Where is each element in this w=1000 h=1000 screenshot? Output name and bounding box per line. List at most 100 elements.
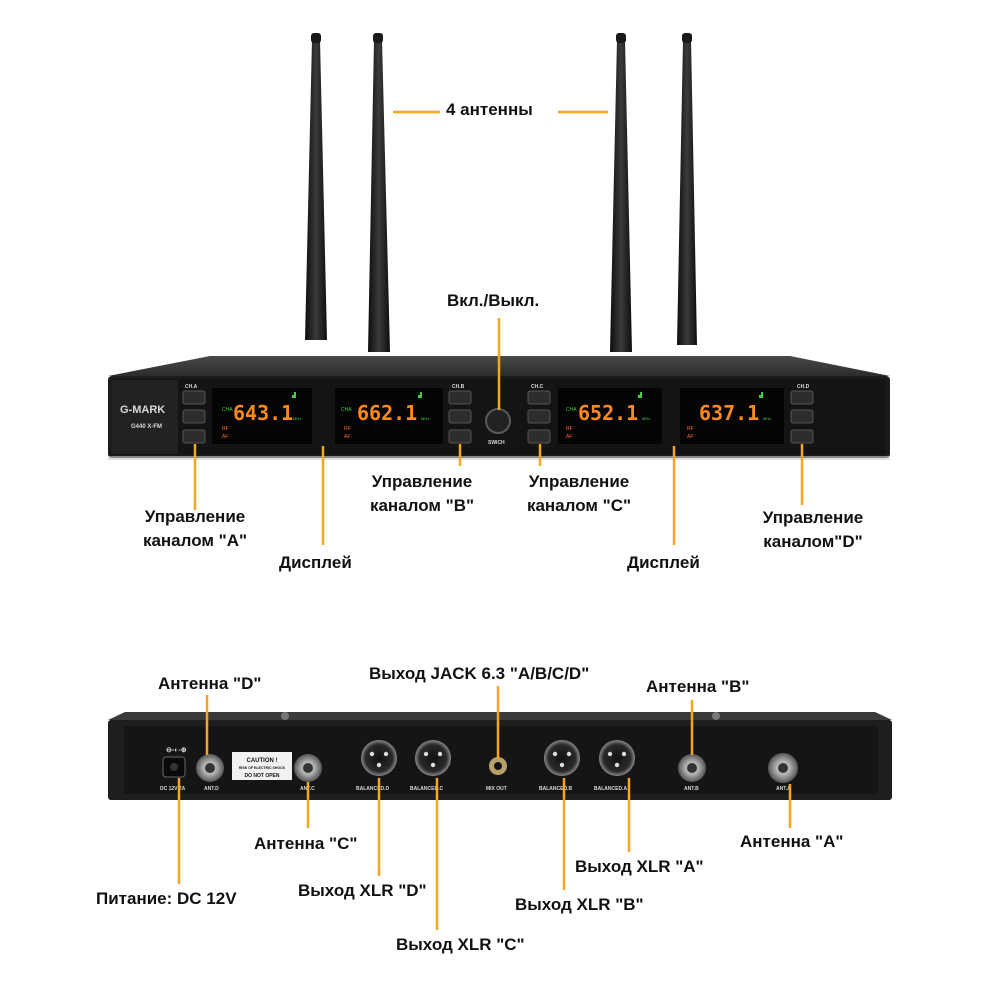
label-ctrl-d-line2: каналом"D" (763, 532, 863, 551)
brand-logo: G-MARK (120, 404, 165, 416)
ch-a-button-1[interactable] (182, 390, 206, 405)
display-c-unit: MHz (642, 416, 650, 421)
ch-b-button-1[interactable] (448, 390, 472, 405)
antenna-1 (305, 33, 327, 340)
label-xlr-d: Выход XLR "D" (298, 881, 427, 900)
antenna-3 (610, 33, 632, 352)
switch-label: SWICH (488, 440, 505, 446)
label-ant-c: Антенна "С" (254, 834, 358, 853)
label-ctrl-a: Управление каналом "А" (125, 505, 265, 553)
label-power-switch: Вкл./Выкл. (447, 291, 540, 310)
label-ctrl-a-line2: каналом "А" (142, 531, 248, 550)
ch-c-button-3[interactable] (527, 429, 551, 444)
label-antennas: 4 антенны (446, 100, 533, 119)
display-b: CHA RF AF 662.1 MHz (335, 388, 443, 444)
label-xlr-a: Выход XLR "А" (575, 857, 704, 876)
antenna-2 (368, 33, 390, 352)
label-power: Питание: DC 12V (96, 889, 237, 908)
display-b-tag: CHA (341, 407, 352, 413)
antenna-4 (677, 33, 697, 345)
front-unit: G-MARK G440 X-FM CH.A CHA RF AF 643.1 MH… (108, 33, 890, 460)
display-a-frequency: 643.1 (233, 401, 293, 425)
ch-b-key-label: CH.B (452, 384, 465, 390)
bal-d-label: BALANCED.D (356, 786, 389, 792)
rear-unit: ⊖-◐-⊕ DC 12V 2A ANT.D CAUTION ! RISK OF … (108, 712, 892, 800)
ch-c-button-1[interactable] (527, 390, 551, 405)
display-c-tag: CHA (566, 407, 577, 413)
ch-d-key-label: CH.D (797, 384, 810, 390)
display-a-unit: MHz (293, 416, 301, 421)
label-ctrl-a-line1: Управление (144, 507, 246, 526)
bal-b-label: BALANCED.B (539, 786, 572, 792)
label-ctrl-b-line2: каналом "В" (369, 496, 475, 515)
label-display-right: Дисплей (627, 553, 700, 572)
caution-title: CAUTION ! (247, 758, 278, 764)
display-c-frequency: 652.1 (578, 401, 638, 425)
dc-label: DC 12V 2A (160, 786, 186, 792)
caution-line2: DO NOT OPEN (244, 773, 279, 779)
display-d-af: AF (687, 434, 693, 440)
power-switch-knob[interactable] (485, 408, 511, 434)
display-d-rf: RF (687, 426, 694, 432)
ch-b-button-3[interactable] (448, 429, 472, 444)
dc-jack: ⊖-◐-⊕ DC 12V 2A (160, 747, 187, 792)
label-ctrl-c-line1: Управление (528, 472, 630, 491)
ch-a-button-3[interactable] (182, 429, 206, 444)
label-ant-b: Антенна "В" (646, 677, 750, 696)
ch-c-button-2[interactable] (527, 409, 551, 424)
ch-a-button-2[interactable] (182, 409, 206, 424)
display-d-frequency: 637.1 (699, 401, 759, 425)
label-xlr-b: Выход XLR "В" (515, 895, 644, 914)
ant-d-label: ANT.D (204, 786, 219, 792)
display-c-af: AF (566, 434, 572, 440)
label-ctrl-c: Управление каналом "С" (509, 470, 649, 518)
screw-icon (712, 712, 720, 720)
display-a-af: AF (222, 434, 228, 440)
bal-a-label: BALANCED.A (594, 786, 627, 792)
ch-d-button-2[interactable] (790, 409, 814, 424)
ch-c-key-label: CH.C (531, 384, 544, 390)
display-d-unit: MHz (763, 416, 771, 421)
label-ctrl-c-line2: каналом "С" (526, 496, 632, 515)
ch-d-button-3[interactable] (790, 429, 814, 444)
ant-a-label: ANT.A (776, 786, 791, 792)
model-label: G440 X-FM (131, 424, 162, 430)
label-ctrl-b: Управление каналом "В" (352, 470, 492, 518)
xlr-a-connector: BALANCED.A (594, 740, 635, 792)
mix-out-jack: MIX OUT (486, 757, 507, 792)
label-jack-out: Выход JACK 6.3 "A/B/C/D" (369, 664, 590, 683)
display-b-af: AF (344, 434, 350, 440)
label-ant-d: Антенна "D" (158, 674, 262, 693)
xlr-c-connector: BALANCED.C (410, 740, 451, 792)
screw-icon (281, 712, 289, 720)
bal-c-label: BALANCED.C (410, 786, 443, 792)
display-d: RF AF 637.1 MHz (680, 388, 784, 444)
leader-lines (177, 110, 804, 930)
ant-b-connector: ANT.B (678, 754, 706, 792)
ant-b-label: ANT.B (684, 786, 699, 792)
ant-a-connector: ANT.A (768, 753, 798, 792)
mix-out-label: MIX OUT (486, 786, 507, 792)
ch-d-button-1[interactable] (790, 390, 814, 405)
display-c: CHA RF AF 652.1 MHz (558, 388, 662, 444)
label-ctrl-d-line1: Управление (762, 508, 864, 527)
caution-sticker: CAUTION ! RISK OF ELECTRIC SHOCK DO NOT … (232, 752, 292, 780)
label-ant-a: Антенна "А" (740, 832, 844, 851)
display-c-rf: RF (566, 426, 573, 432)
display-a: CHA RF AF 643.1 MHz (212, 388, 312, 444)
display-a-rf: RF (222, 426, 229, 432)
ch-b-button-2[interactable] (448, 409, 472, 424)
ch-a-key-label: CH.A (185, 384, 198, 390)
display-b-unit: MHz (421, 416, 429, 421)
ant-d-connector: ANT.D (196, 754, 224, 792)
display-b-frequency: 662.1 (357, 401, 417, 425)
label-display-left: Дисплей (279, 553, 352, 572)
label-ctrl-d: Управление каналом"D" (743, 506, 883, 554)
svg-text:⊖-◐-⊕: ⊖-◐-⊕ (166, 747, 187, 754)
xlr-d-connector: BALANCED.D (356, 740, 397, 792)
label-ctrl-b-line1: Управление (371, 472, 473, 491)
caution-line1: RISK OF ELECTRIC SHOCK (239, 766, 286, 770)
display-b-rf: RF (344, 426, 351, 432)
display-a-tag: CHA (222, 407, 233, 413)
